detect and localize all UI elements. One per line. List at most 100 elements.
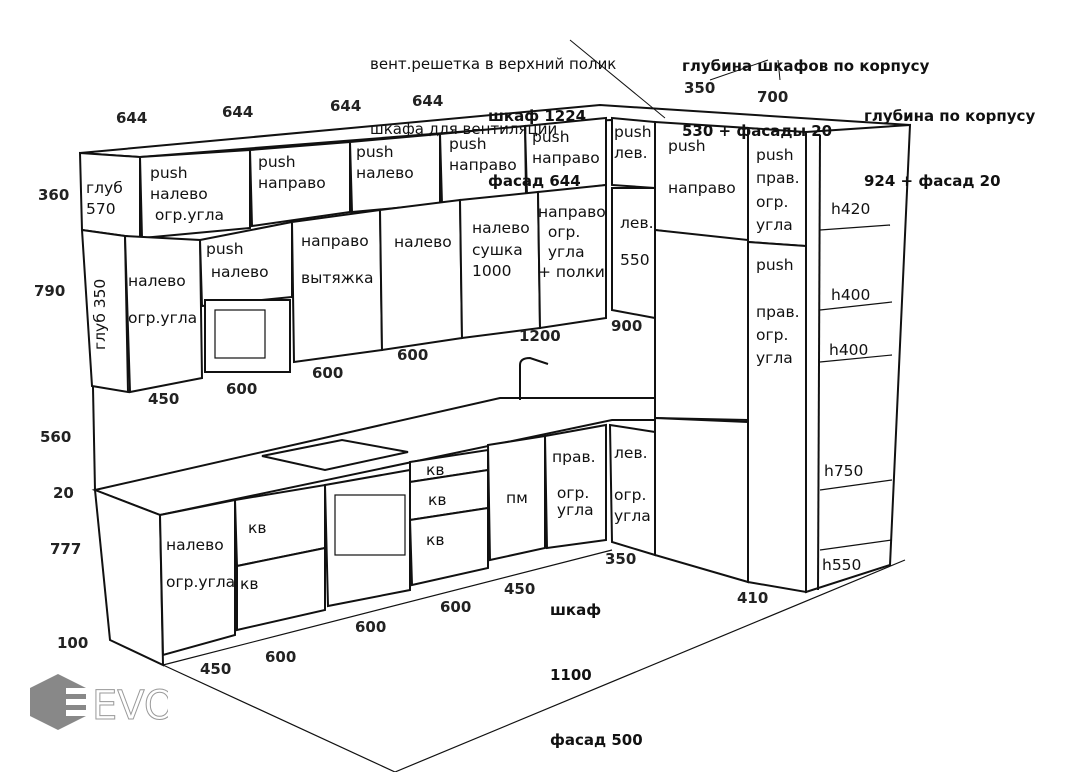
dim-top-1: 644 <box>116 109 148 127</box>
dim-top-6: 700 <box>757 88 789 106</box>
middle-door-6[interactable] <box>536 183 607 330</box>
wardrobe-top-line-2: фасад 644 <box>488 171 581 190</box>
upper-door-1-label: push налево огр.угла <box>150 164 225 224</box>
upper-door-8-label: push прав. огр. угла <box>756 146 800 234</box>
middle-door-5-label: налево сушка 1000 <box>472 219 530 281</box>
dim-bottom-2: 600 <box>265 648 297 666</box>
body-depth-line-2: 924 + фасад 20 <box>864 171 1001 190</box>
upper-depth-label-1: глуб <box>86 179 123 197</box>
lower-drawer-3-label: кв <box>426 461 445 479</box>
shelf-label-5: h550 <box>822 556 862 574</box>
upper-door-4-label: push направо <box>449 135 517 174</box>
wardrobe-top-line-1: шкаф 1224 <box>488 106 587 125</box>
dim-height-countertop: 20 <box>53 484 74 502</box>
upper-door-2[interactable] <box>248 140 351 228</box>
cabinet-depth-note: глубина шкафов по корпусу 530 + фасады 2… <box>682 12 929 164</box>
wardrobe-top-note: шкаф 1224 фасад 644 <box>488 62 586 214</box>
evo-logo: EVO <box>28 674 176 730</box>
middle-depth-label: глуб 350 <box>91 278 109 350</box>
lower-dishwasher[interactable] <box>486 434 546 562</box>
middle-door-1-label: налево огр.угла <box>128 272 198 328</box>
lower-dishwasher-label: пм <box>506 489 528 507</box>
fridge-top <box>654 228 749 422</box>
middle-door-1[interactable] <box>123 234 204 394</box>
dim-bottom-6: 350 <box>605 550 637 568</box>
shelf-label-3: h400 <box>829 341 869 359</box>
lower-drawer-4-label: кв <box>428 491 447 509</box>
dim-height-lower: 777 <box>50 540 82 558</box>
middle-door-4[interactable] <box>378 198 464 352</box>
cooktop <box>261 438 409 472</box>
upper-depth-label-2: 570 <box>86 199 116 218</box>
middle-door-7-label: лев. 550 <box>620 214 654 270</box>
lower-drawer-2[interactable] <box>236 546 326 632</box>
dim-height-middle: 790 <box>34 282 66 300</box>
lower-side-panel <box>93 488 165 667</box>
dim-middle-5: 1200 <box>519 327 561 345</box>
lower-door-1[interactable] <box>158 498 236 657</box>
shelf-label-4: h750 <box>824 462 864 480</box>
oven <box>323 468 411 608</box>
vent-note-line-2: шкафа для вентиляции <box>370 119 558 138</box>
upper-door-2-label: push направо <box>258 153 326 192</box>
dim-middle-2: 600 <box>226 380 258 398</box>
upper-door-1[interactable] <box>138 148 251 240</box>
upper-door-6-label: push лев. <box>614 123 652 162</box>
hexagon-logo-icon: EVO <box>30 674 176 730</box>
upper-door-7-label: push направо <box>668 137 736 197</box>
corner-cabinet-line-2: 1100 <box>550 665 592 684</box>
dim-bottom-5: 450 <box>504 580 536 598</box>
lower-drawer-1-label: кв <box>248 519 267 537</box>
lower-drawer-5-label: кв <box>426 531 445 549</box>
upper-depth-label: глуб 570 <box>86 178 123 220</box>
upper-door-5-label: push направо <box>532 128 600 167</box>
upper-door-3-label: push налево <box>356 143 414 182</box>
shelf-label-2: h400 <box>831 286 871 304</box>
microwave <box>204 299 291 373</box>
logo-text: EVO <box>92 683 168 729</box>
lower-corner-right-label: прав. огр. угла <box>552 448 596 520</box>
oven-window <box>334 494 406 556</box>
dim-middle-3: 600 <box>312 364 344 382</box>
dim-middle-4: 600 <box>397 346 429 364</box>
middle-door-3-label: направо вытяжка <box>301 232 374 288</box>
lower-corner-door-left[interactable] <box>608 423 656 557</box>
dim-middle-6: 900 <box>611 317 643 335</box>
tall-door-label: push прав. огр. угла <box>756 256 800 367</box>
middle-door-2-label: push налево <box>206 240 269 282</box>
body-depth-note: глубина по корпусу 924 + фасад 20 <box>864 62 1035 214</box>
dim-top-3: 644 <box>330 97 362 115</box>
body-depth-line-1: глубина по корпусу <box>864 106 1036 125</box>
microwave-window <box>214 309 266 359</box>
fridge-bottom <box>654 416 749 584</box>
floor-line-right <box>394 559 906 772</box>
dim-bottom-7: 410 <box>737 589 769 607</box>
corner-cabinet-line-1: шкаф <box>550 600 602 619</box>
middle-door-2[interactable] <box>198 220 293 308</box>
floor-line-left <box>162 664 396 772</box>
lower-corner-door-right[interactable] <box>543 423 607 550</box>
lower-drawer-2-label: кв <box>240 575 259 593</box>
dim-top-5: 350 <box>684 79 716 97</box>
dim-bottom-3: 600 <box>355 618 387 636</box>
faucet <box>519 356 549 400</box>
dim-middle-1: 450 <box>148 390 180 408</box>
lower-door-1-label: налево огр.угла <box>166 536 236 592</box>
shelf-label-1: h420 <box>831 200 871 218</box>
dim-bottom-1: 450 <box>200 660 232 678</box>
corner-cabinet-line-3: фасад 500 <box>550 731 643 749</box>
corner-cabinet-note: шкаф 1100 фасад 500 <box>550 556 643 774</box>
cabinet-depth-line-2: 530 + фасады 20 <box>682 121 833 140</box>
dim-bottom-4: 600 <box>440 598 472 616</box>
floor-line-back <box>162 549 613 666</box>
cabinet-depth-line-1: глубина шкафов по корпусу <box>682 56 930 75</box>
lower-drawer-5[interactable] <box>408 506 489 587</box>
lower-corner-left-label: лев. огр. угла <box>614 444 651 525</box>
middle-side-panel <box>80 228 130 394</box>
dim-top-4: 644 <box>412 92 444 110</box>
dim-height-upper: 360 <box>38 186 70 204</box>
dim-height-backsplash: 560 <box>40 428 72 446</box>
middle-door-4-label: налево <box>394 233 452 251</box>
dim-height-plinth: 100 <box>57 634 89 652</box>
